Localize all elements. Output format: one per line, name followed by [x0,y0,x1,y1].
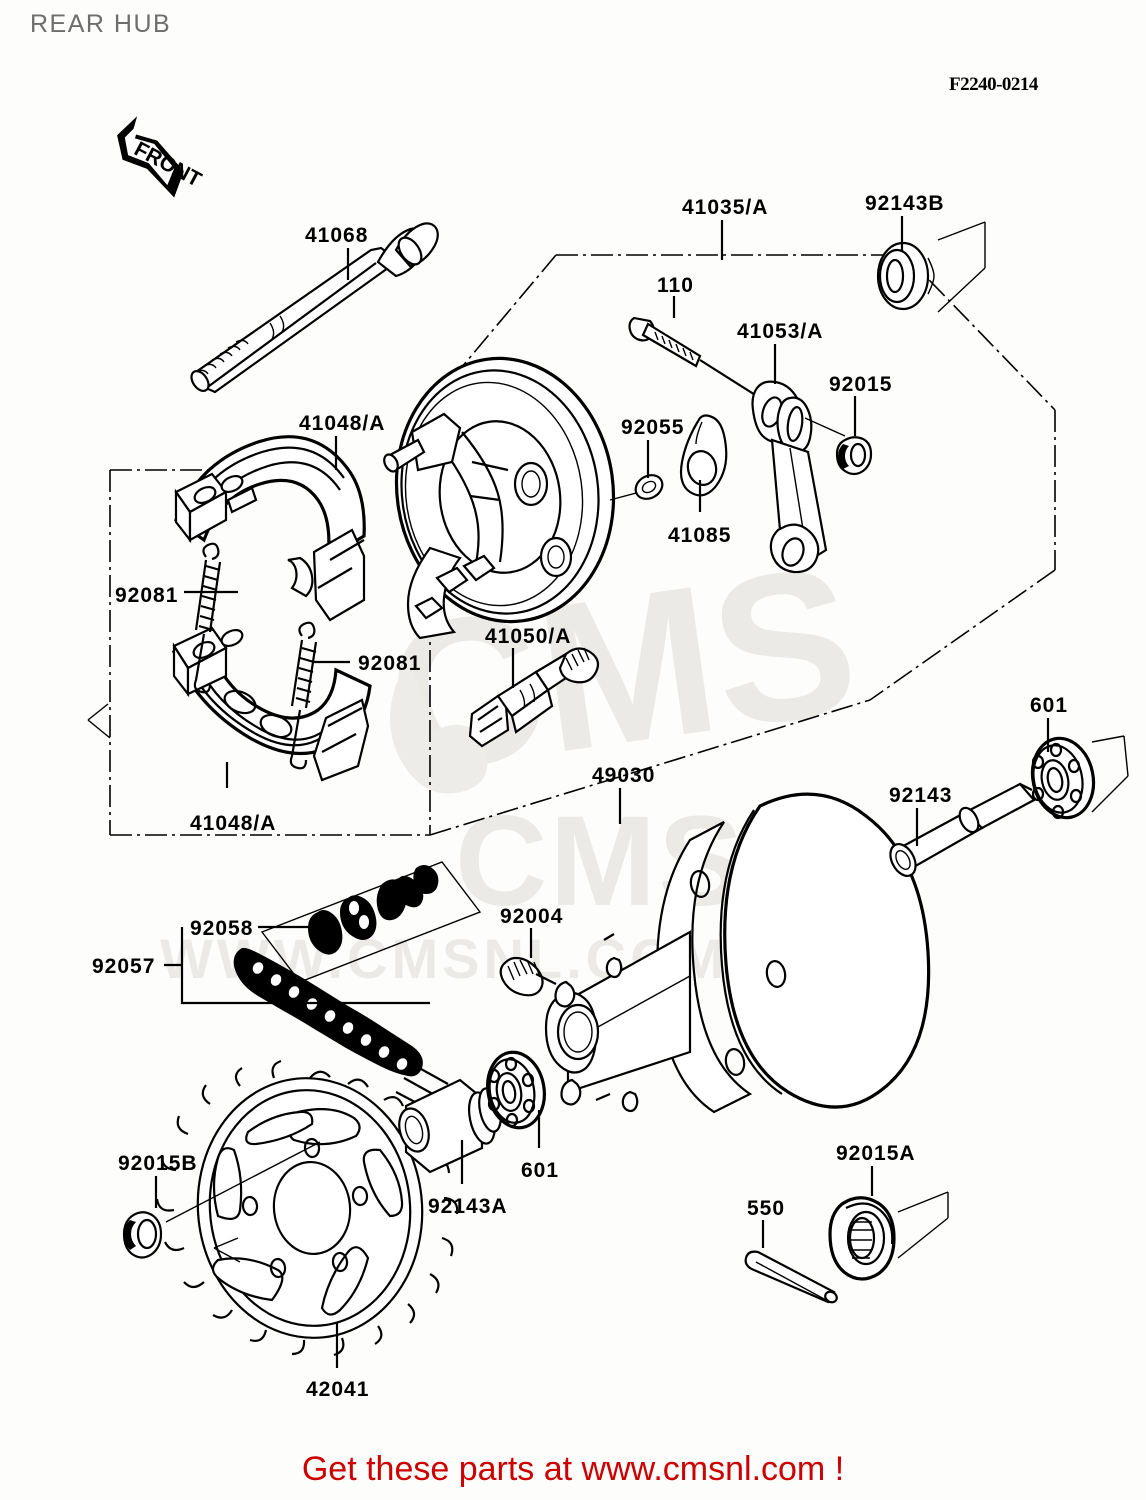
callout-leader-lines [154,216,1050,1368]
page-title: REAR HUB [30,10,172,38]
part-number-label: 92055 [621,416,685,439]
part-number-label: 92015A [836,1142,916,1165]
part-92055-oring [609,474,664,501]
part-92057-drive-chain [233,947,449,1111]
part-49030-hub-drum [544,792,931,1114]
group-bracket-92057 [180,927,430,1005]
part-number-label: 601 [1030,694,1069,717]
part-550-cotter-pin [744,1250,838,1304]
part-41053A-brake-lever [751,380,846,574]
part-number-label: 41068 [305,224,369,247]
part-92015-nut [835,436,873,476]
part-number-label: 92058 [190,917,254,940]
part-41048A-brake-shoe-lower [171,626,372,782]
part-number-label: 550 [747,1197,786,1220]
part-number-label: 92143B [865,192,945,215]
part-92081-spring-upper [193,542,222,694]
part-number-label: 92143 [889,784,953,807]
part-number-label: 110 [657,274,694,297]
part-92004-stud [499,956,557,997]
part-41085-indicator [679,414,728,497]
part-41068-axle [190,222,439,394]
part-92058-master-link [260,861,482,983]
part-92015A-axle-nut [828,1191,949,1281]
part-92015B-nut [122,1141,321,1259]
part-number-label: 92015B [118,1152,198,1175]
part-number-label: 41048/A [190,812,277,835]
link-plates [308,865,439,955]
part-number-label: 41085 [668,524,732,547]
footer-promo-text: Get these parts at www.cmsnl.com ! [301,1450,845,1488]
reference-code: F2240-0214 [949,74,1038,95]
part-601-bearing-right [1030,735,1129,820]
sprocket-bolt-holes [241,1137,369,1279]
part-number-label: 42041 [306,1378,370,1401]
part-number-label: 92143A [428,1195,508,1218]
part-42041-sprocket [155,1059,459,1357]
part-41035A-brake-panel [383,356,616,640]
part-110-bolt [628,316,761,399]
part-number-label: 92015 [829,373,893,396]
part-number-label: 41053/A [737,320,824,343]
part-number-label: 601 [521,1159,560,1182]
sprocket-lightening-holes [211,1107,404,1316]
part-41050A-brake-cam [468,647,600,748]
part-number-label: 41050/A [485,625,572,648]
part-number-label: 41048/A [299,412,386,435]
part-number-label: 92081 [115,584,179,607]
part-92143-collar [889,782,1036,877]
part-number-label: 49030 [592,764,656,787]
part-92143B-seal [876,221,986,313]
part-601-bearing-bottom [486,1050,546,1130]
part-number-label: 92004 [500,905,564,928]
thread-hatching [195,339,249,375]
part-number-label: 41035/A [682,196,769,219]
part-number-label: 92057 [92,955,156,978]
part-41048A-brake-shoe-upper [174,435,366,622]
part-number-label: 92081 [358,652,422,675]
part-92081-spring-lower [289,621,318,770]
